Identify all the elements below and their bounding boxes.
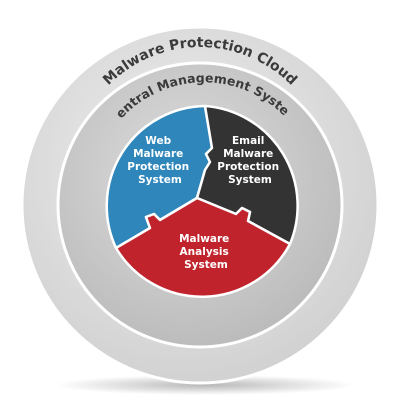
email-label-line-4: System	[228, 174, 272, 186]
email-label-line-1: Email	[232, 135, 264, 147]
email-label-line-2: Malware	[223, 148, 273, 160]
analysis-label-line-2: Analysis	[180, 246, 229, 258]
segment-malware-analysis	[114, 196, 292, 298]
analysis-segment-label: Malware Analysis System	[179, 233, 233, 271]
analysis-label-line-1: Malware	[179, 233, 229, 245]
diagram-shadow	[55, 375, 355, 395]
email-label-line-3: Protection	[217, 161, 279, 173]
web-segment-label: Web Malware Protection System	[127, 135, 192, 186]
web-label-line-1: Web	[145, 135, 171, 147]
web-label-line-2: Malware	[133, 148, 183, 160]
analysis-label-line-3: System	[184, 259, 228, 271]
web-label-line-4: System	[138, 174, 182, 186]
web-label-line-3: Protection	[127, 161, 189, 173]
email-segment-label: Email Malware Protection System	[217, 135, 282, 186]
inner-pie	[105, 104, 299, 298]
